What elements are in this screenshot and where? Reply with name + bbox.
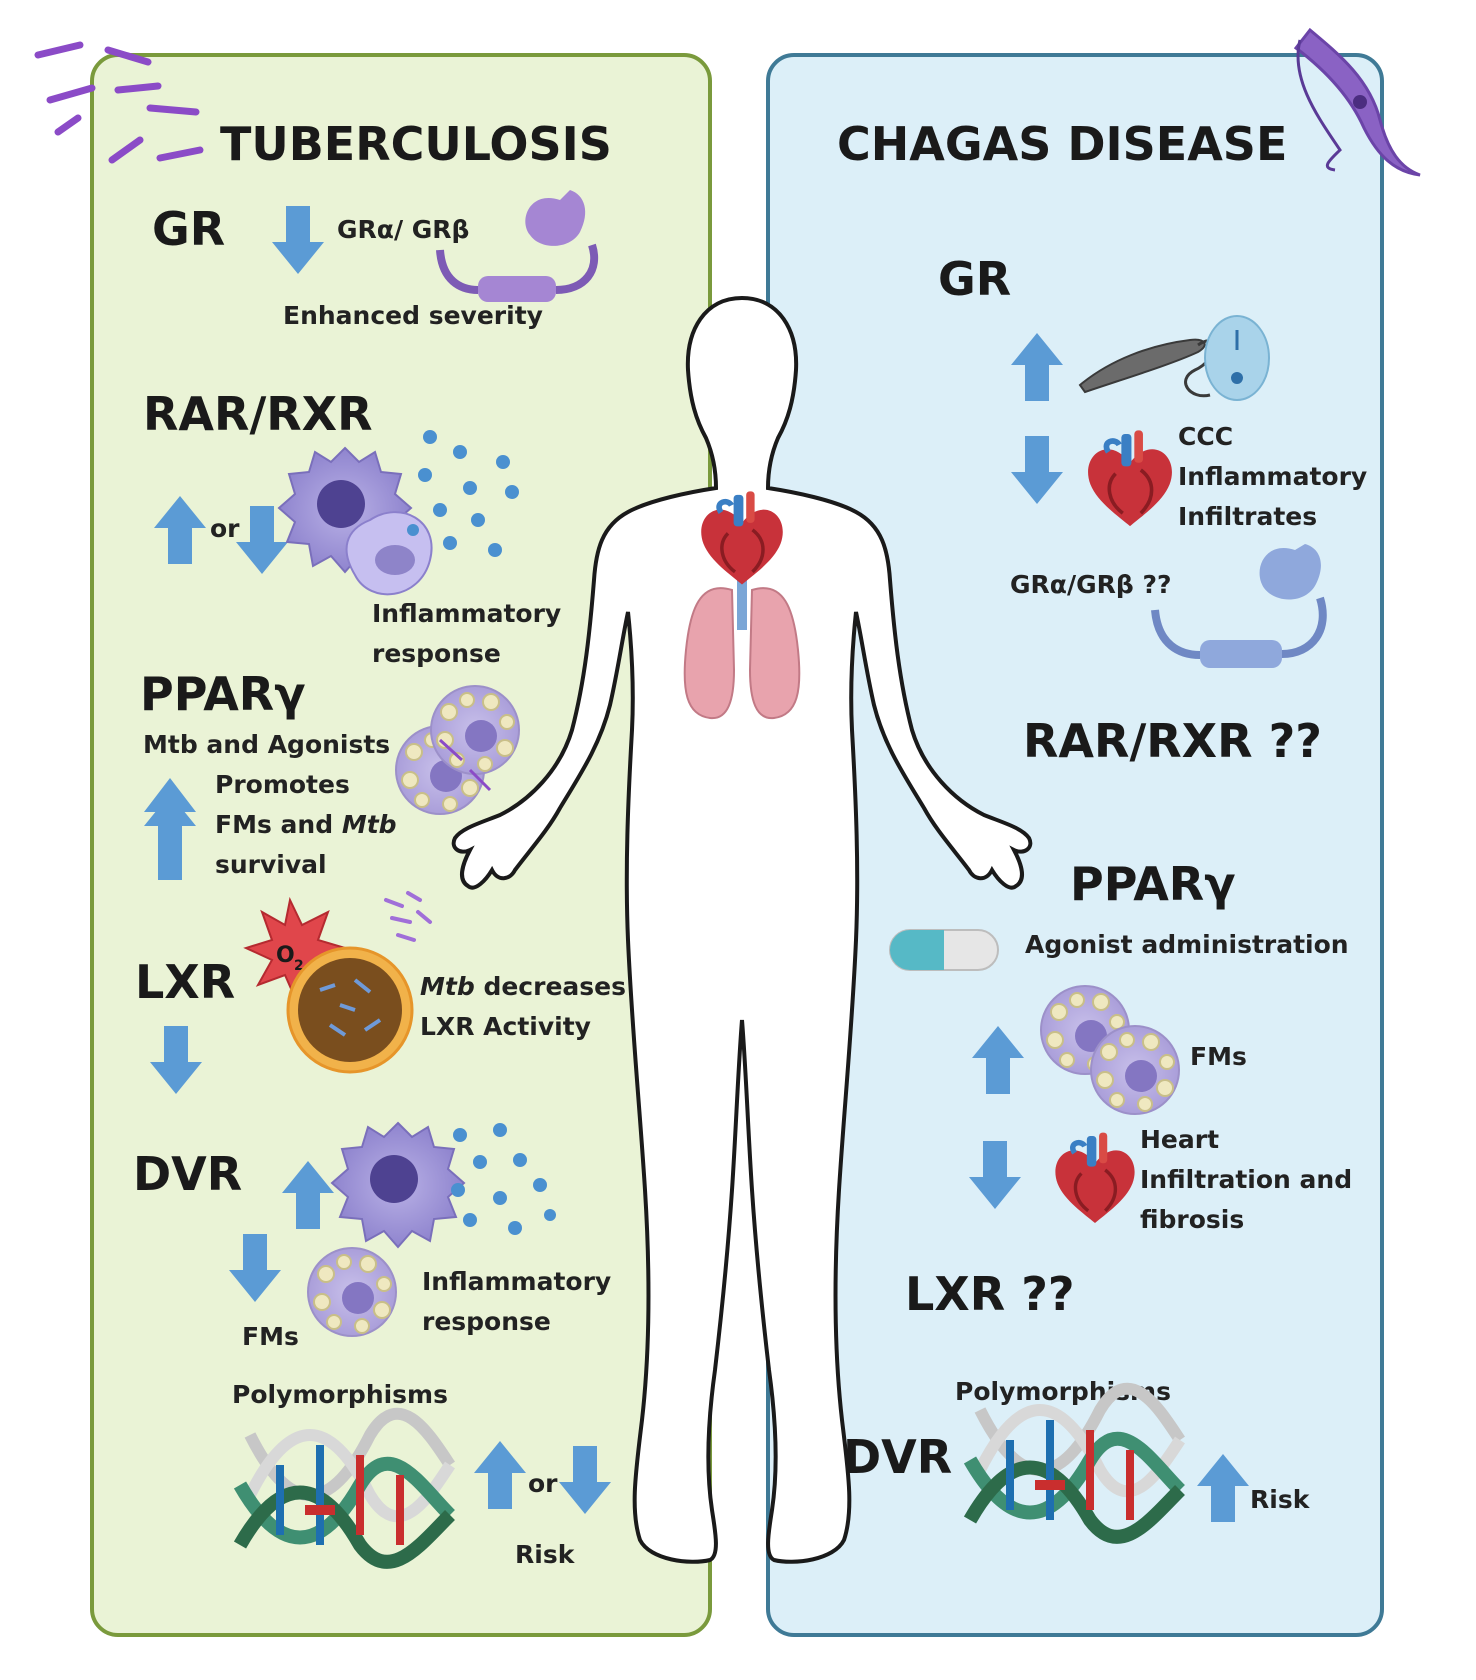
bacteria-cluster-icon	[384, 891, 432, 942]
human-silhouette-icon	[451, 295, 1033, 1564]
receptor-icon	[436, 190, 599, 302]
tb-dvr-fms: FMs	[242, 1322, 299, 1351]
chagas-lxr-heading: LXR ??	[905, 1267, 1075, 1321]
ros-label: O	[276, 943, 295, 968]
trypanosome-icon	[1293, 27, 1421, 177]
tb-lxr-line1: Mtb decreases	[420, 972, 626, 1001]
tb-rar-effect-2: response	[372, 639, 501, 668]
chagas-rar-heading: RAR/RXR ??	[1023, 714, 1322, 768]
tb-rar-or: or	[210, 514, 240, 543]
cytokine-dots	[407, 430, 519, 557]
chagas-ppar-line1: Heart	[1140, 1125, 1219, 1154]
tb-risk-or: or	[528, 1469, 558, 1498]
tb-polymorphisms: Polymorphisms	[232, 1380, 448, 1409]
tb-ppar-line4: survival	[215, 850, 327, 879]
tb-dvr-heading: DVR	[133, 1147, 242, 1201]
tb-dvr-effect-2: response	[422, 1307, 551, 1336]
ros-subscript: 2	[294, 958, 304, 974]
chagas-dvr-heading: DVR	[843, 1430, 952, 1484]
tb-gr-isoforms: GRα/ GRβ	[337, 215, 469, 244]
tb-lxr-heading: LXR	[135, 955, 235, 1009]
chagas-ppar-agonist: Agonist administration	[1025, 930, 1349, 959]
tb-gr-heading: GR	[152, 202, 225, 256]
tb-title: TUBERCULOSIS	[220, 117, 612, 171]
chagas-ppar-heading: PPARγ	[1070, 857, 1236, 911]
tb-rar-heading: RAR/RXR	[143, 387, 373, 441]
chagas-gr-isoforms: GRα/GRβ ??	[1010, 570, 1171, 599]
cytokine-dots-2	[451, 1123, 556, 1235]
foam-cell-icon-2	[307, 1247, 397, 1337]
chagas-title: CHAGAS DISEASE	[837, 117, 1287, 171]
pill-icon	[889, 929, 999, 971]
tb-ppar-line3: FMs and Mtb	[215, 810, 397, 839]
foam-cell-icon	[395, 685, 520, 815]
chagas-ppar-line3: fibrosis	[1140, 1205, 1244, 1234]
lungs-icon	[683, 560, 801, 720]
tb-ppar-long-arrow	[144, 778, 196, 880]
chagas-gr-line2: Inflammatory	[1178, 462, 1367, 491]
chagas-ppar-line2: Infiltration and	[1140, 1165, 1352, 1194]
tb-ppar-heading: PPARγ	[140, 667, 306, 721]
tb-risk: Risk	[515, 1540, 576, 1569]
tb-gr-effect: Enhanced severity	[283, 301, 543, 330]
chagas-risk: Risk	[1250, 1485, 1311, 1514]
chagas-ppar-fms: FMs	[1190, 1042, 1247, 1071]
tb-ppar-line2: Promotes	[215, 770, 350, 799]
tb-dvr-effect-1: Inflammatory	[422, 1267, 611, 1296]
tb-rar-effect-1: Inflammatory	[372, 599, 561, 628]
chagas-gr-heading: GR	[938, 252, 1011, 306]
infected-macrophage-icon	[286, 946, 414, 1074]
chagas-gr-line3: Infiltrates	[1178, 502, 1317, 531]
bacteria-icon	[34, 41, 204, 164]
tb-lxr-line2: LXR Activity	[420, 1012, 591, 1041]
tb-ppar-line1: Mtb and Agonists	[143, 730, 390, 759]
chagas-gr-line1: CCC	[1178, 422, 1233, 451]
amastigote-icon	[1204, 315, 1270, 401]
receptor-icon-2	[1151, 544, 1327, 668]
